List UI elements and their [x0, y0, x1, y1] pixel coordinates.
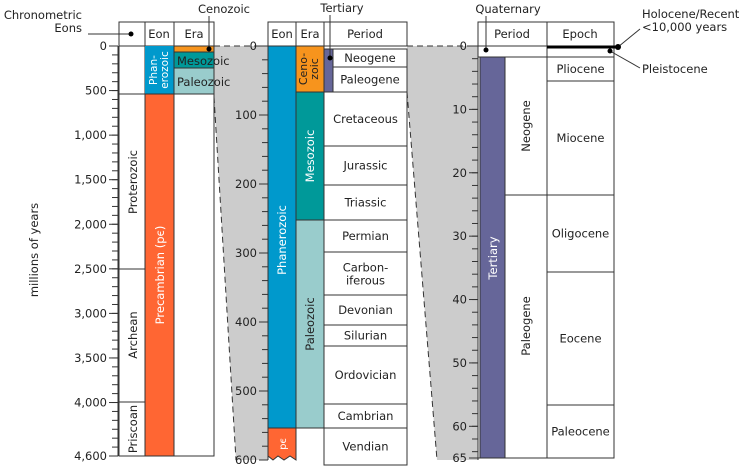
label-phanerozoic: Phanerozoic: [275, 205, 289, 275]
chart-periods: Eon Era Period Phanerozoic pє Ceno-zoic …: [235, 21, 408, 467]
axis-tick-label: 1,500: [74, 173, 107, 187]
period-label: Permian: [342, 229, 389, 243]
header-era: Era: [184, 27, 203, 41]
precambrian-block: [144, 93, 175, 457]
epoch-label: Oligocene: [552, 227, 610, 241]
period-label: Triassic: [344, 196, 387, 210]
label-mesozoic: Mesozoic: [177, 54, 230, 68]
axis-tick-label: 400: [235, 315, 257, 329]
epoch-cell: [546, 271, 615, 406]
paleozoic-block: [173, 67, 215, 95]
axis-tick-label: 65: [452, 451, 467, 465]
axis-tick-label: 40: [452, 293, 467, 307]
axis-tick-label: 500: [85, 84, 107, 98]
axis-tick-label: 2,000: [74, 217, 107, 231]
chart-eons: Eon Era Proterozoic Archean Priscoan Pha…: [74, 21, 230, 463]
paleozoic-block: [295, 219, 325, 429]
period-cell: [332, 66, 408, 93]
label-precambrian: Precambrian (pє): [153, 226, 167, 325]
axis-tick-label: 10: [452, 102, 467, 116]
period-cell: [323, 403, 408, 429]
zoom-band-1: [214, 46, 268, 460]
chart-epochs: Period Epoch Tertiary Neogene Paleogene …: [452, 21, 618, 465]
label-mesozoic: Mesozoic: [303, 130, 317, 183]
label-precambrian: pє: [278, 438, 289, 450]
callout-quaternary: Quaternary: [475, 2, 541, 16]
axis-tick-label: 100: [235, 108, 257, 122]
axis-tick-label: 200: [235, 177, 257, 191]
axis-tick-label: 1,000: [74, 128, 107, 142]
axis-tick-label: 20: [452, 166, 467, 180]
period-label: Ordovician: [335, 368, 397, 382]
zoom-line-bottom-2: [406, 91, 438, 461]
axis-tick-label: 4,000: [74, 396, 107, 410]
period-cell: [323, 427, 408, 466]
period-label: Silurian: [344, 329, 387, 343]
period-label: Paleogene: [340, 73, 400, 87]
axis-tick-label: 30: [452, 229, 467, 243]
axis-tick-label: 60: [452, 419, 467, 433]
period-label: Vendian: [342, 440, 388, 454]
precambrian-block: [267, 427, 297, 461]
header-eon: Eon: [271, 27, 293, 41]
label-cenozoic: Ceno-zoic: [297, 53, 321, 85]
epoch-label: Pliocene: [556, 62, 604, 76]
epoch-label: Miocene: [557, 131, 605, 145]
axis-tick-label: 600: [235, 453, 257, 467]
callout-holocene: Holocene/Recent<10,000 years: [642, 7, 740, 34]
period-cell: [323, 294, 408, 326]
label-phanerozoic: Phan-erozoic: [148, 51, 171, 89]
zoom-line-bottom-1: [213, 96, 237, 461]
header-era: Era: [300, 27, 319, 41]
period-label: Cretaceous: [333, 112, 398, 126]
period-label: Devonian: [338, 303, 393, 317]
axis-tick-label: 2,500: [74, 262, 107, 276]
axis-tick-label: 50: [452, 356, 467, 370]
axis-tick-label: 0: [460, 39, 467, 53]
epoch-label: Eocene: [559, 332, 601, 346]
zoom-band-2: [407, 46, 478, 460]
callout-pleistocene: Pleistocene: [642, 62, 708, 76]
label-paleozoic: Paleozoic: [177, 75, 230, 89]
epoch-cell: [546, 80, 615, 196]
label-paleogene: Paleogene: [519, 296, 533, 356]
axis-tick-label: 3,000: [74, 306, 107, 320]
header-period: Period: [347, 27, 383, 41]
label-priscoan: Priscoan: [126, 405, 140, 453]
y-axis-label: millions of years: [27, 203, 41, 297]
axis-tick-label: 500: [235, 384, 257, 398]
axis-tick-label: 0: [250, 39, 257, 53]
label-proterozoic: Proterozoic: [126, 150, 140, 214]
period-label: Neogene: [344, 51, 395, 65]
phanerozoic-block: [145, 46, 174, 94]
callout-cenozoic: Cenozoic: [198, 2, 250, 16]
header-period: Period: [494, 27, 530, 41]
axis-tick-label: 3,500: [74, 351, 107, 365]
callout-tertiary: Tertiary: [319, 1, 363, 15]
cenozoic-block: [295, 45, 325, 93]
period-label: Jurassic: [343, 159, 388, 173]
tertiary-bar: [479, 56, 506, 459]
axis-tick-label: 300: [235, 246, 257, 260]
period-label: Cambrian: [338, 409, 394, 423]
label-paleozoic: Paleozoic: [303, 297, 317, 350]
axis-tick-label: 4,600: [74, 449, 107, 463]
axis-tick-label: 0: [100, 39, 107, 53]
label-archean: Archean: [126, 311, 140, 358]
period-cell: [323, 145, 408, 186]
epoch-label: Paleocene: [551, 425, 610, 439]
label-tertiary: Tertiary: [486, 236, 500, 280]
epoch-cell: [546, 404, 615, 459]
header-eon: Eon: [148, 27, 170, 41]
mesozoic-block: [295, 91, 325, 221]
tertiary-bar: [323, 48, 334, 93]
period-label: Carbon-iferous: [343, 261, 389, 288]
period-cell: [323, 184, 408, 221]
label-neogene: Neogene: [519, 100, 533, 151]
header-epoch: Epoch: [562, 27, 597, 41]
